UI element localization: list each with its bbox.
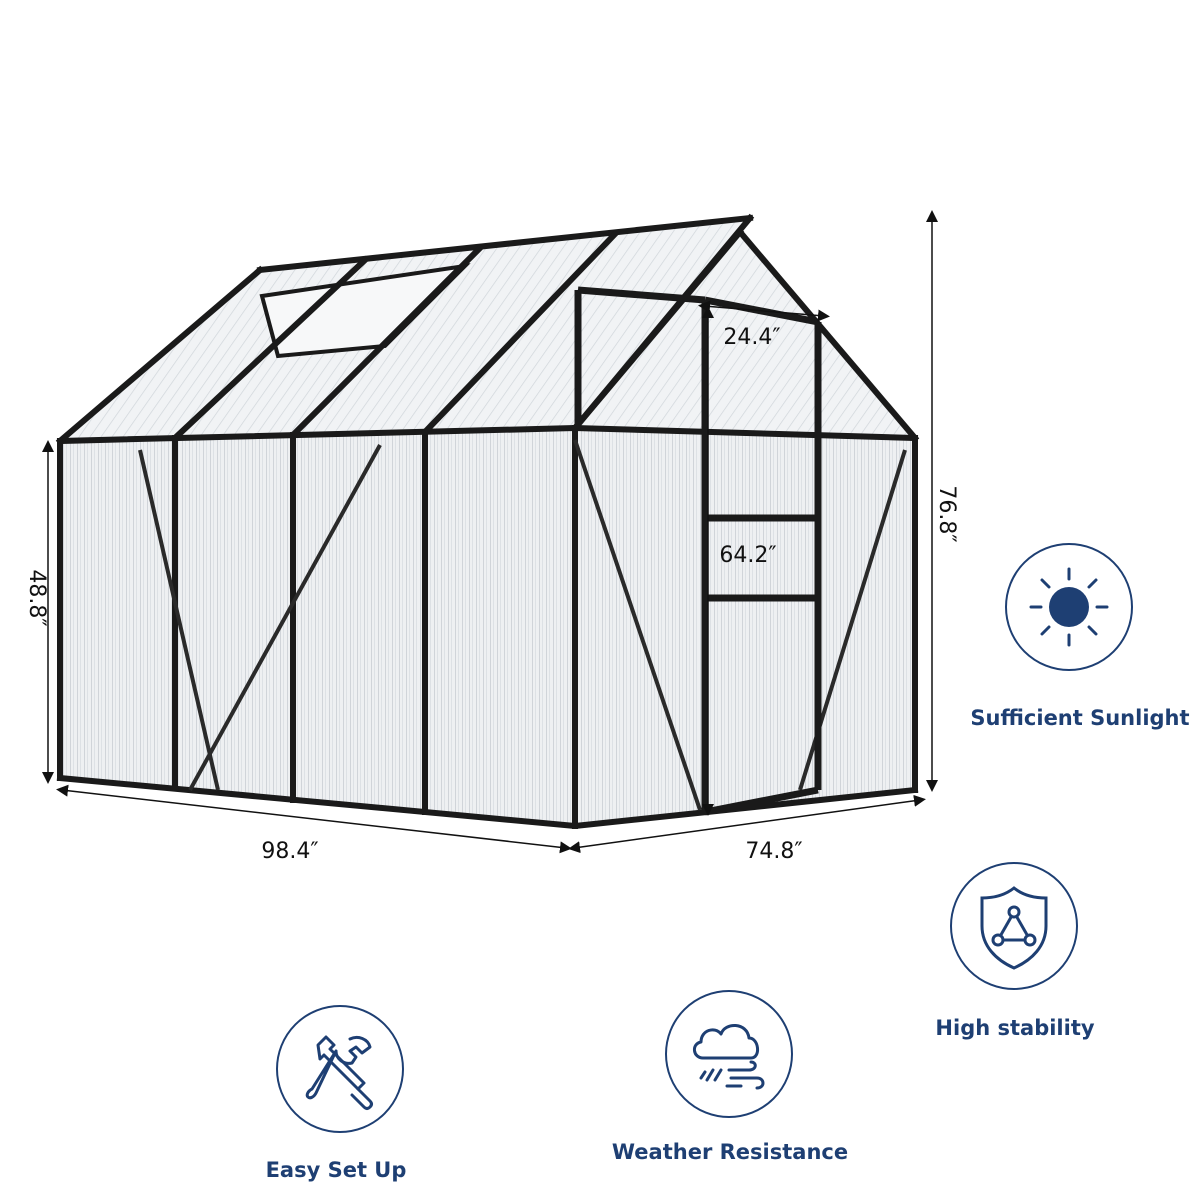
stability-label: High stability	[935, 1016, 1095, 1040]
greenhouse-braces	[138, 439, 907, 811]
stability-badge	[950, 862, 1078, 990]
side-depth-line	[568, 794, 926, 854]
setup-label: Easy Set Up	[265, 1158, 407, 1182]
side-depth-label: 74.8″	[745, 839, 802, 864]
door-height-label: 64.2″	[719, 543, 776, 568]
front-width-line	[56, 784, 572, 854]
wall-height-label: 48.8″	[24, 569, 49, 626]
sun-icon	[1029, 567, 1109, 647]
setup-badge	[276, 1005, 404, 1133]
shield-stability-icon	[980, 886, 1048, 970]
door-width-line	[698, 300, 830, 322]
greenhouse-side-wall	[575, 428, 915, 826]
sunlight-badge	[1005, 543, 1133, 671]
weather-label: Weather Resistance	[611, 1140, 849, 1164]
dimension-lines	[42, 210, 938, 854]
greenhouse-gable	[575, 232, 915, 438]
front-width-label: 98.4″	[261, 839, 318, 864]
door-width-label: 24.4″	[723, 325, 780, 350]
sunlight-label: Sufficient Sunlight	[970, 706, 1190, 730]
greenhouse-front-wall	[60, 428, 575, 826]
peak-height-label: 76.8″	[934, 485, 959, 542]
weather-cloud-icon	[693, 1024, 765, 1090]
tools-icon	[305, 1035, 373, 1110]
weather-badge	[665, 990, 793, 1118]
